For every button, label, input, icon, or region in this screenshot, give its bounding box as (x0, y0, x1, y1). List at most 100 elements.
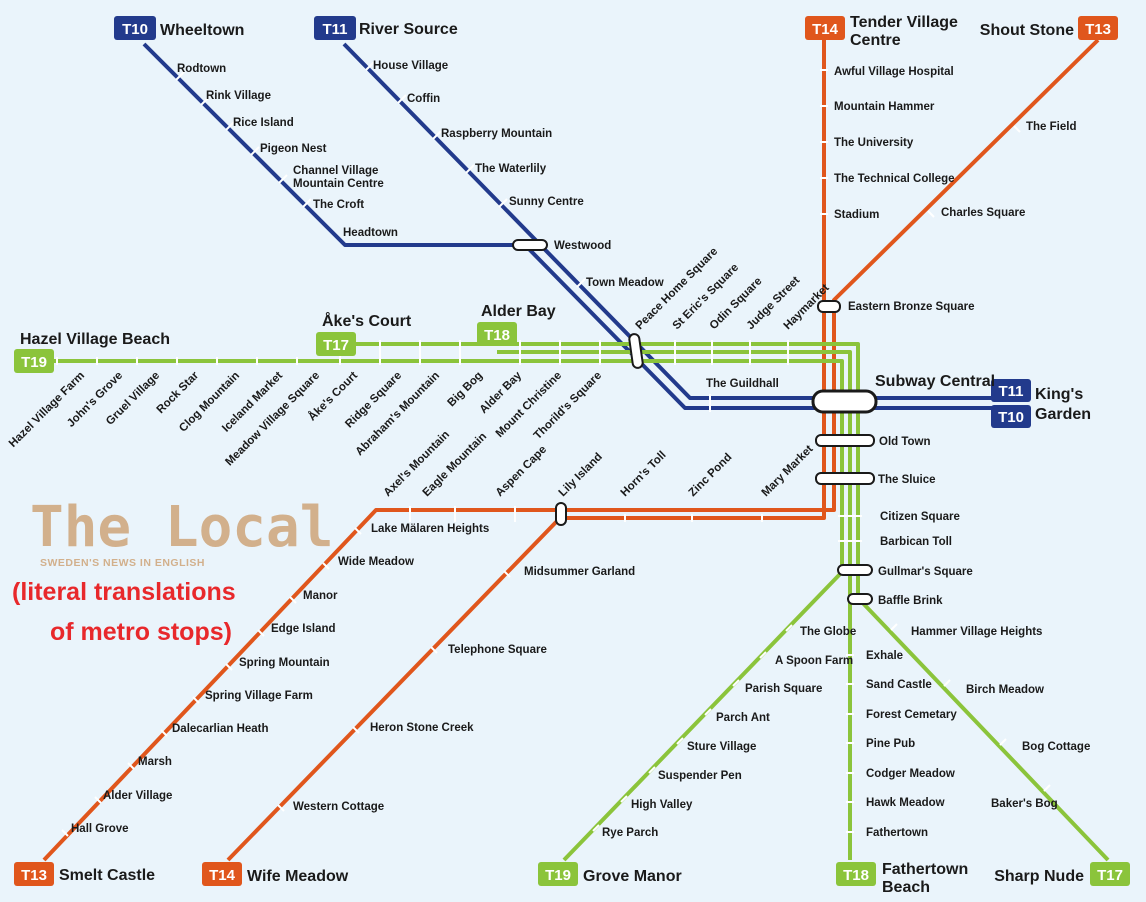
terminal-hazel-village-beach[interactable]: Hazel Village Beach (20, 331, 170, 348)
interchange-baffle-brink[interactable] (847, 593, 873, 605)
interchange-the-sluice[interactable] (815, 472, 875, 485)
station-label[interactable]: Rodtown (177, 63, 226, 75)
badge-t11-east[interactable]: T11 (991, 379, 1031, 402)
station-label[interactable]: Barbican Toll (880, 536, 952, 548)
station-label[interactable]: Westwood (554, 240, 611, 252)
badge-t19-west[interactable]: T19 (14, 349, 54, 373)
station-label[interactable]: Hammer Village Heights (911, 626, 1042, 638)
station-label[interactable]: Lake Mälaren Heights (371, 523, 489, 535)
terminal-smelt-castle[interactable]: Smelt Castle (59, 867, 155, 884)
station-label[interactable]: Sand Castle (866, 679, 932, 691)
terminal-kings-garden-2[interactable]: Garden (1035, 406, 1091, 423)
station-label[interactable]: Old Town (879, 436, 931, 448)
station-label[interactable]: Pine Pub (866, 738, 915, 750)
terminal-sharp-nude[interactable]: Sharp Nude (994, 868, 1084, 885)
station-label[interactable]: Manor (303, 590, 338, 602)
badge-t10-north[interactable]: T10 (114, 16, 156, 40)
station-label[interactable]: Headtown (343, 227, 398, 239)
station-label[interactable]: Spring Mountain (239, 657, 330, 669)
station-label[interactable]: High Valley (631, 799, 693, 811)
station-label[interactable]: Town Meadow (586, 277, 664, 289)
station-label[interactable]: Mountain Hammer (834, 101, 935, 113)
station-label[interactable]: Birch Meadow (966, 684, 1044, 696)
station-label[interactable]: Telephone Square (448, 644, 547, 656)
station-label[interactable]: Raspberry Mountain (441, 128, 552, 140)
station-label[interactable]: Channel Village (293, 165, 378, 177)
station-label[interactable]: Parch Ant (716, 712, 770, 724)
station-ake-court-major[interactable]: Åke's Court (322, 311, 412, 330)
station-label[interactable]: The Technical College (834, 173, 955, 185)
interchange-gullmars-square[interactable] (837, 564, 873, 576)
terminal-kings-garden-1[interactable]: King's (1035, 386, 1083, 403)
interchange-eastern-bronze-square[interactable] (817, 300, 841, 313)
terminal-river-source[interactable]: River Source (359, 21, 458, 38)
station-label[interactable]: Western Cottage (293, 801, 384, 813)
station-alder-bay-major[interactable]: Alder Bay (481, 303, 556, 320)
badge-t13-south[interactable]: T13 (14, 862, 54, 886)
terminal-tender-village-centre-1[interactable]: Tender Village (850, 14, 958, 31)
terminal-wheeltown[interactable]: Wheeltown (160, 22, 244, 39)
badge-t13-north[interactable]: T13 (1078, 16, 1118, 40)
badge-t19-south[interactable]: T19 (538, 862, 578, 886)
interchange-westwood[interactable] (512, 239, 548, 251)
station-label[interactable]: A Spoon Farm (775, 655, 853, 667)
station-label[interactable]: Hawk Meadow (866, 797, 945, 809)
station-subway-central[interactable]: Subway Central (875, 373, 995, 390)
station-label[interactable]: House Village (373, 60, 448, 72)
station-label[interactable]: The Croft (313, 199, 364, 211)
station-label[interactable]: The Globe (800, 626, 856, 638)
station-label[interactable]: Codger Meadow (866, 768, 955, 780)
terminal-grove-manor[interactable]: Grove Manor (583, 868, 682, 885)
terminal-fathertown-beach-1[interactable]: Fathertown (882, 861, 968, 878)
terminal-shout-stone[interactable]: Shout Stone (980, 22, 1074, 39)
station-label[interactable]: Rice Island (233, 117, 294, 129)
station-label[interactable]: Hall Grove (71, 823, 129, 835)
station-label[interactable]: Exhale (866, 650, 903, 662)
badge-t14-north[interactable]: T14 (805, 16, 845, 40)
interchange-old-town[interactable] (815, 434, 875, 447)
station-label[interactable]: Alder Village (103, 790, 172, 802)
badge-t18-west[interactable]: T18 (477, 322, 517, 346)
station-label[interactable]: Eastern Bronze Square (848, 301, 975, 313)
station-label[interactable]: Edge Island (271, 623, 336, 635)
station-label[interactable]: Awful Village Hospital (834, 66, 954, 78)
station-label[interactable]: Suspender Pen (658, 770, 742, 782)
station-label[interactable]: The Waterlily (475, 163, 547, 175)
station-label[interactable]: Wide Meadow (338, 556, 414, 568)
station-label[interactable]: The Sluice (878, 474, 936, 486)
station-label[interactable]: Baker's Bog (991, 798, 1058, 810)
station-label[interactable]: Rink Village (206, 90, 271, 102)
station-label[interactable]: The Field (1026, 121, 1076, 133)
station-label[interactable]: Fathertown (866, 827, 928, 839)
terminal-wife-meadow[interactable]: Wife Meadow (247, 868, 349, 885)
station-label[interactable]: Gullmar's Square (878, 566, 973, 578)
station-label[interactable]: Forest Cemetary (866, 709, 957, 721)
station-label[interactable]: Mountain Centre (293, 178, 384, 190)
station-label[interactable]: Coffin (407, 93, 440, 105)
station-label[interactable]: Stadium (834, 209, 879, 221)
station-label[interactable]: Charles Square (941, 207, 1025, 219)
station-label[interactable]: Sture Village (687, 741, 756, 753)
station-label[interactable]: Baffle Brink (878, 595, 943, 607)
station-label[interactable]: The University (834, 137, 914, 149)
badge-t11-north[interactable]: T11 (314, 16, 356, 40)
badge-t17-west[interactable]: T17 (316, 332, 356, 356)
interchange-subway-central[interactable] (811, 389, 878, 414)
station-label[interactable]: The Guildhall (706, 378, 779, 390)
interchange-peace-home-square[interactable] (628, 333, 644, 369)
interchange-lily-island[interactable] (555, 502, 567, 526)
station-label[interactable]: Spring Village Farm (205, 690, 313, 702)
badge-t18-south[interactable]: T18 (836, 862, 876, 886)
badge-t14-south[interactable]: T14 (202, 862, 242, 886)
station-label[interactable]: Dalecarlian Heath (172, 723, 269, 735)
station-label[interactable]: Pigeon Nest (260, 143, 327, 155)
station-label[interactable]: Midsummer Garland (524, 566, 635, 578)
station-label[interactable]: Marsh (138, 756, 172, 768)
station-label[interactable]: Heron Stone Creek (370, 722, 474, 734)
terminal-fathertown-beach-2[interactable]: Beach (882, 879, 930, 896)
station-label[interactable]: Rye Parch (602, 827, 658, 839)
station-label[interactable]: Sunny Centre (509, 196, 584, 208)
badge-t17-south[interactable]: T17 (1090, 862, 1130, 886)
terminal-tender-village-centre-2[interactable]: Centre (850, 32, 901, 49)
station-label[interactable]: Parish Square (745, 683, 822, 695)
